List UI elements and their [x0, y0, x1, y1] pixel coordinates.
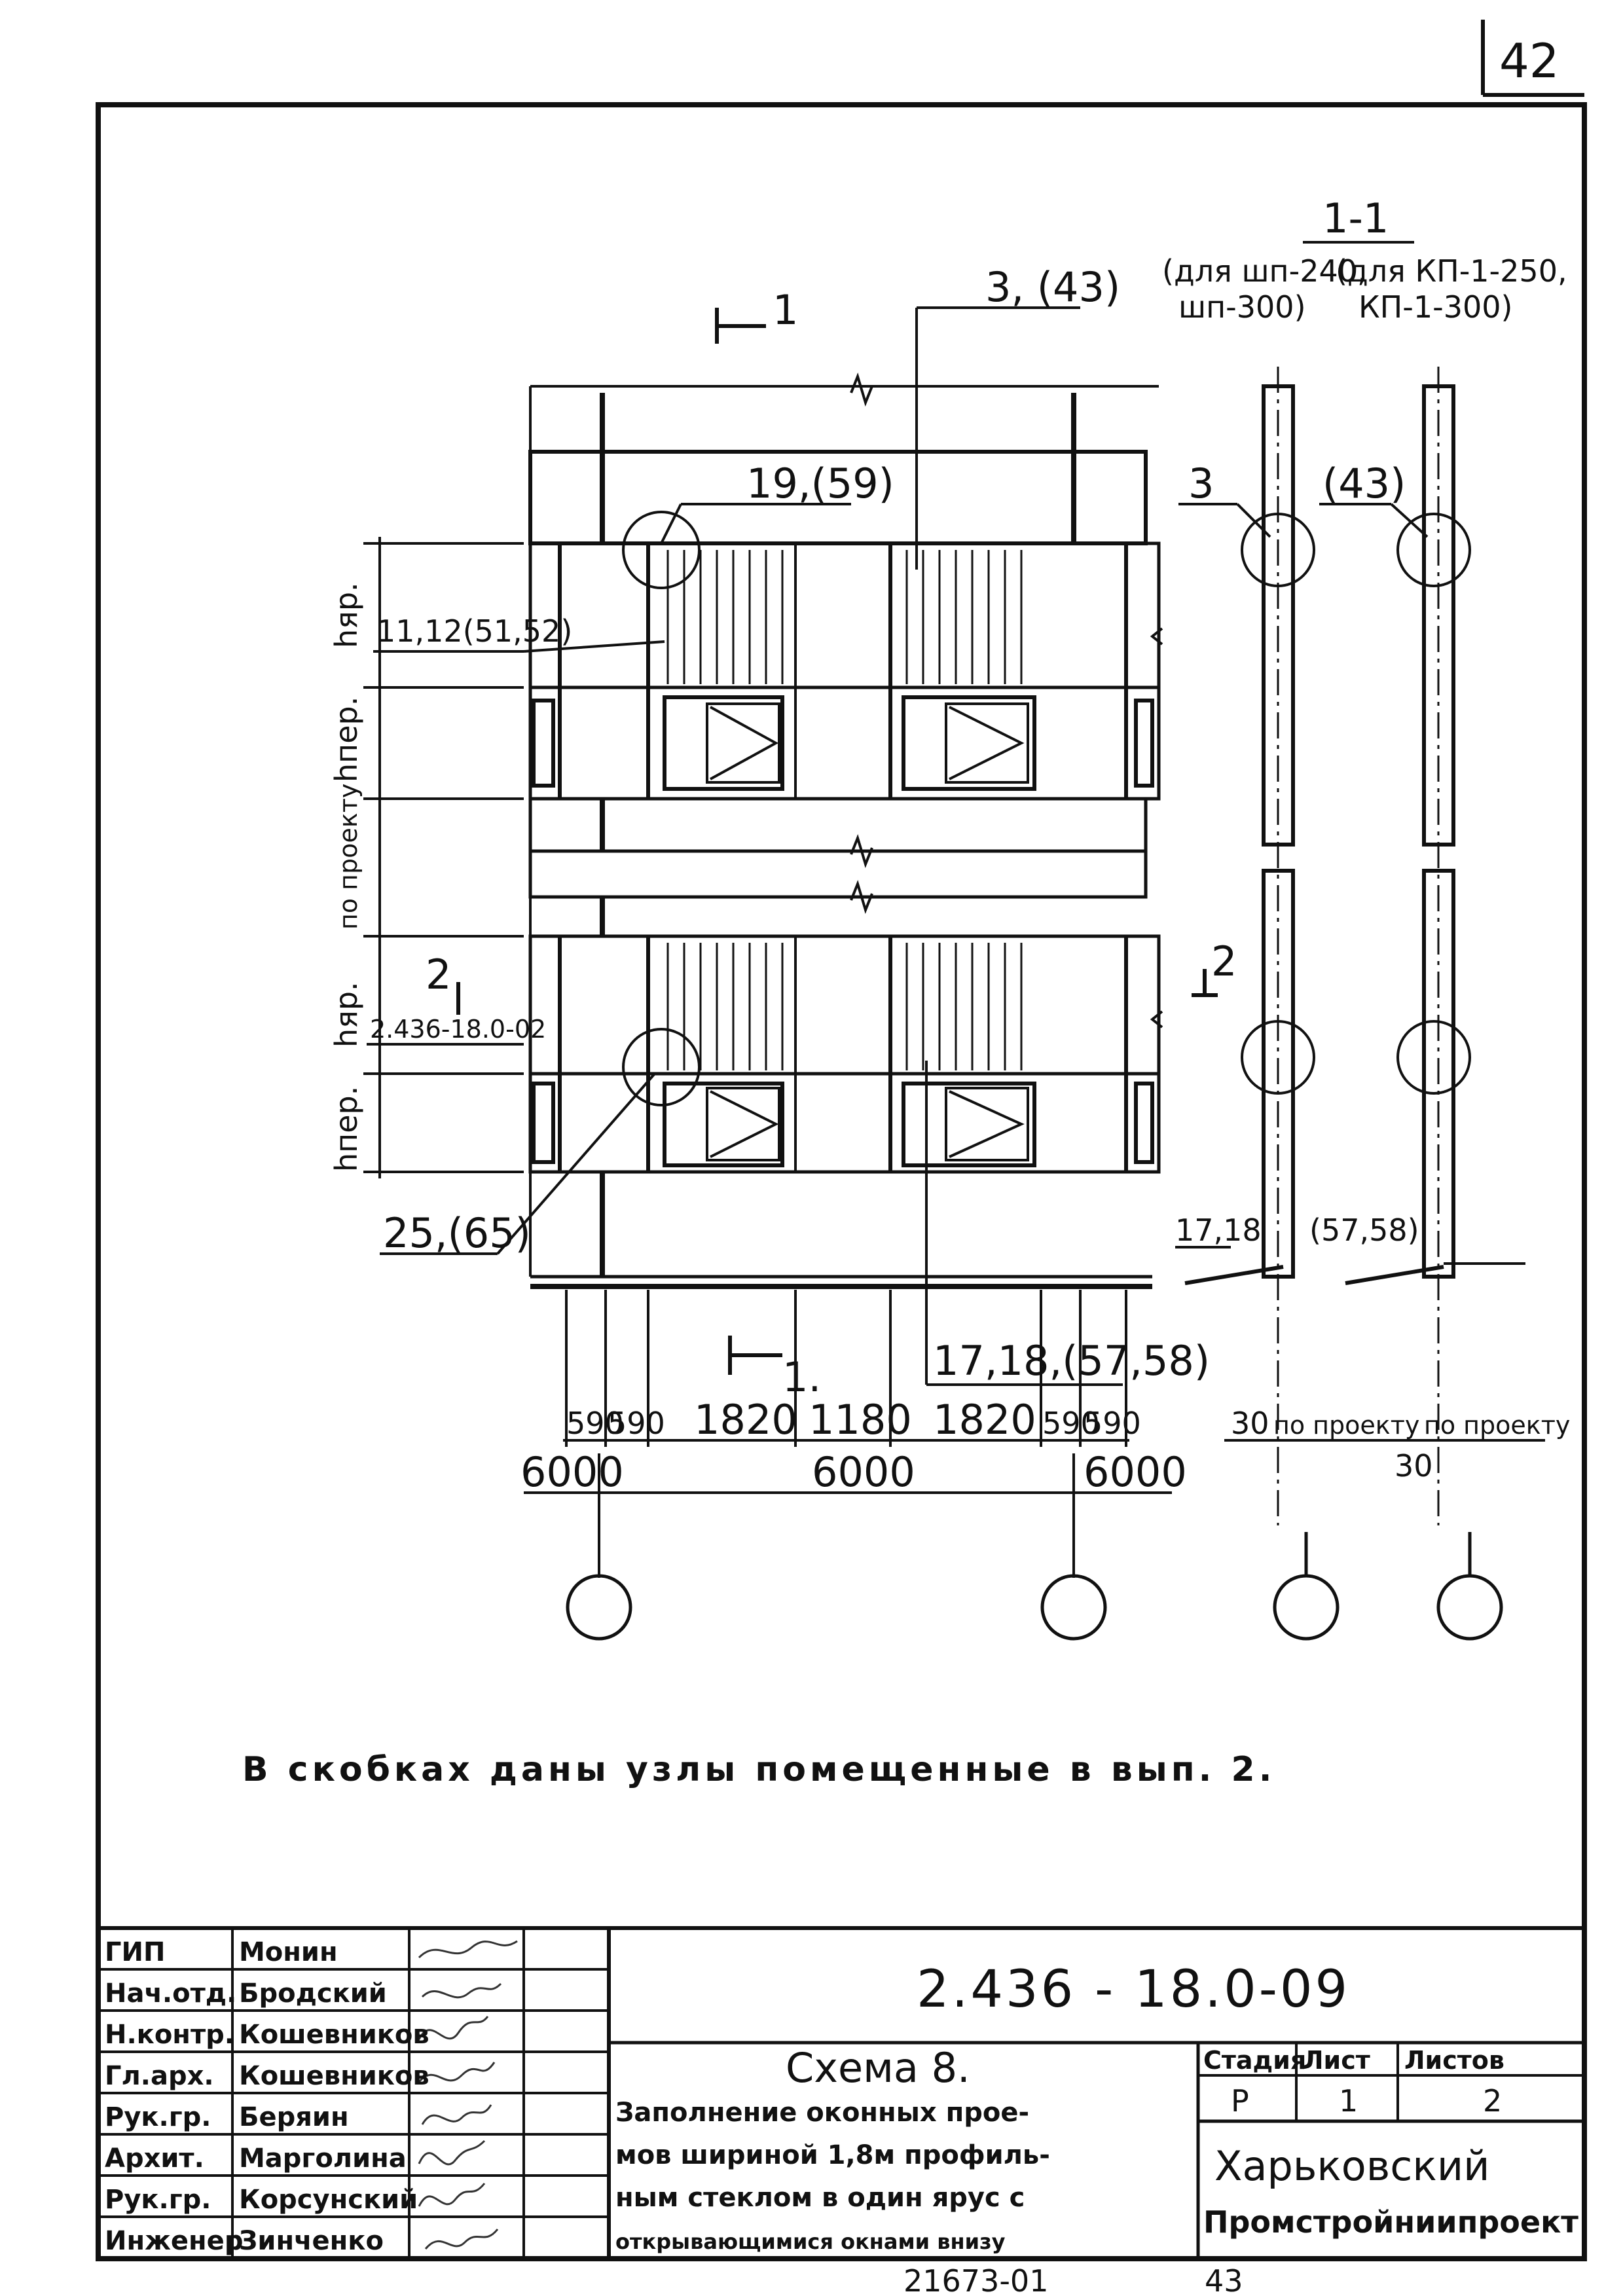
header-stage: Стадия	[1203, 2046, 1306, 2075]
height-label-tier2: hяр.	[329, 981, 364, 1048]
role-ruk-gr-2: Рук.гр.	[105, 2185, 211, 2215]
footer-left-code: 21673-01	[903, 2263, 1048, 2296]
title-block	[98, 1926, 1584, 2259]
name-beryain: Беряин	[239, 2102, 349, 2132]
dim-6000-a: 6000	[520, 1448, 624, 1496]
role-nach-otd: Нач.отд.	[105, 1978, 236, 2009]
height-label-sill2: hпер.	[329, 1086, 364, 1172]
org-line-2: Промстройниипроект	[1203, 2204, 1578, 2240]
name-koshevnikov-1: Кошевников	[239, 2020, 429, 2050]
label-19-59: 19,(59)	[746, 460, 894, 507]
role-arhit: Архит.	[105, 2143, 204, 2174]
cut-mark-2-right: 2	[1211, 938, 1237, 985]
cut-mark-2-left: 2	[426, 951, 451, 998]
section-right-caption-2: КП-1-300)	[1359, 289, 1512, 325]
org-line-1: Харьковский	[1214, 2142, 1489, 2190]
name-koshevnikov-2: Кошевников	[239, 2061, 429, 2091]
grid-axis-markers	[566, 1532, 1503, 1641]
doc-code: 2.436 - 18.0-09	[917, 1960, 1350, 2019]
dim-590-a: 590	[566, 1406, 624, 1441]
description-line-2: мов шириной 1,8м профиль-	[615, 2140, 1050, 2170]
role-n-kontr: Н.контр.	[105, 2020, 234, 2050]
dim-590-b: 590	[608, 1406, 665, 1441]
height-label-project: по проекту	[334, 784, 363, 930]
description-line-1: Заполнение оконных прое-	[615, 2098, 1029, 2128]
section-dim-30-right: 30	[1395, 1448, 1433, 1484]
dim-1180: 1180	[809, 1396, 912, 1444]
sheet-number: 42	[1499, 33, 1559, 88]
label-ref-2436: 2.436-18.0-02	[370, 1015, 546, 1044]
dim-1820-b: 1820	[933, 1396, 1036, 1444]
name-monin: Монин	[239, 1937, 338, 1967]
section-label-17-18: 17,18	[1175, 1212, 1262, 1248]
section-title: 1-1	[1322, 194, 1389, 242]
section-1-1	[1175, 241, 1545, 1525]
section-dim-30-left: 30	[1231, 1406, 1269, 1441]
value-sheets: 2	[1483, 2083, 1502, 2119]
name-margolina: Марголина	[239, 2143, 407, 2174]
height-label-tier1: hяр.	[329, 582, 364, 648]
name-korsunsky: Корсунский	[239, 2185, 418, 2215]
footer-right-number: 43	[1205, 2263, 1243, 2296]
section-dim-right-text: по проекту	[1424, 1411, 1570, 1440]
section-dim-left-text: по проекту	[1273, 1411, 1419, 1440]
name-zinchenko: Зинченко	[239, 2226, 384, 2256]
role-gl-arh: Гл.арх.	[105, 2061, 214, 2091]
header-sheet: Лист	[1303, 2046, 1370, 2075]
dim-1820-a: 1820	[694, 1396, 797, 1444]
role-ruk-gr-1: Рук.гр.	[105, 2102, 211, 2132]
role-gip: ГИП	[105, 1937, 165, 1967]
note-brackets: В скобках даны узлы помещенные в вып. 2.	[242, 1750, 1275, 1789]
height-label-sill1: hпер.	[329, 697, 364, 782]
label-11-12: 11,12(51,52)	[376, 613, 572, 649]
section-label-3: 3	[1188, 460, 1214, 507]
scheme-title: Схема 8.	[786, 2044, 970, 2092]
sheet-frame	[96, 102, 1587, 2261]
elevation-leaders	[363, 306, 1218, 1578]
dim-6000-b: 6000	[812, 1448, 915, 1496]
description-line-4: открывающимися окнами внизу	[615, 2229, 1006, 2254]
section-left-caption-1: (для шп-240,	[1162, 253, 1367, 289]
section-left-caption-2: шп-300)	[1178, 289, 1306, 325]
label-17-18: 17,18,(57,58)	[933, 1337, 1210, 1385]
value-stage: Р	[1231, 2083, 1249, 2119]
section-right-caption-1: (для КП-1-250,	[1336, 253, 1567, 289]
cut-mark-1-top: 1	[773, 286, 798, 334]
label-3-43: 3, (43)	[985, 263, 1120, 311]
label-25-65: 25,(65)	[383, 1209, 531, 1257]
role-inzhener: Инженер	[105, 2226, 243, 2256]
section-label-43: (43)	[1322, 460, 1406, 507]
signatures	[418, 1940, 518, 2250]
description-line-3: ным стеклом в один ярус с	[615, 2183, 1025, 2213]
cut-mark-1-bottom: 1.	[782, 1353, 821, 1401]
facade-elevation	[528, 372, 1163, 1289]
section-label-57-58: (57,58)	[1309, 1212, 1419, 1248]
dim-6000-c: 6000	[1084, 1448, 1187, 1496]
dim-590-c: 590	[1042, 1406, 1100, 1441]
value-sheet: 1	[1339, 2083, 1358, 2119]
name-brodsky: Бродский	[239, 1978, 387, 2009]
header-sheets: Листов	[1404, 2046, 1504, 2075]
sheet-number-box: 42	[1481, 20, 1584, 97]
dim-590-d: 590	[1084, 1406, 1141, 1441]
